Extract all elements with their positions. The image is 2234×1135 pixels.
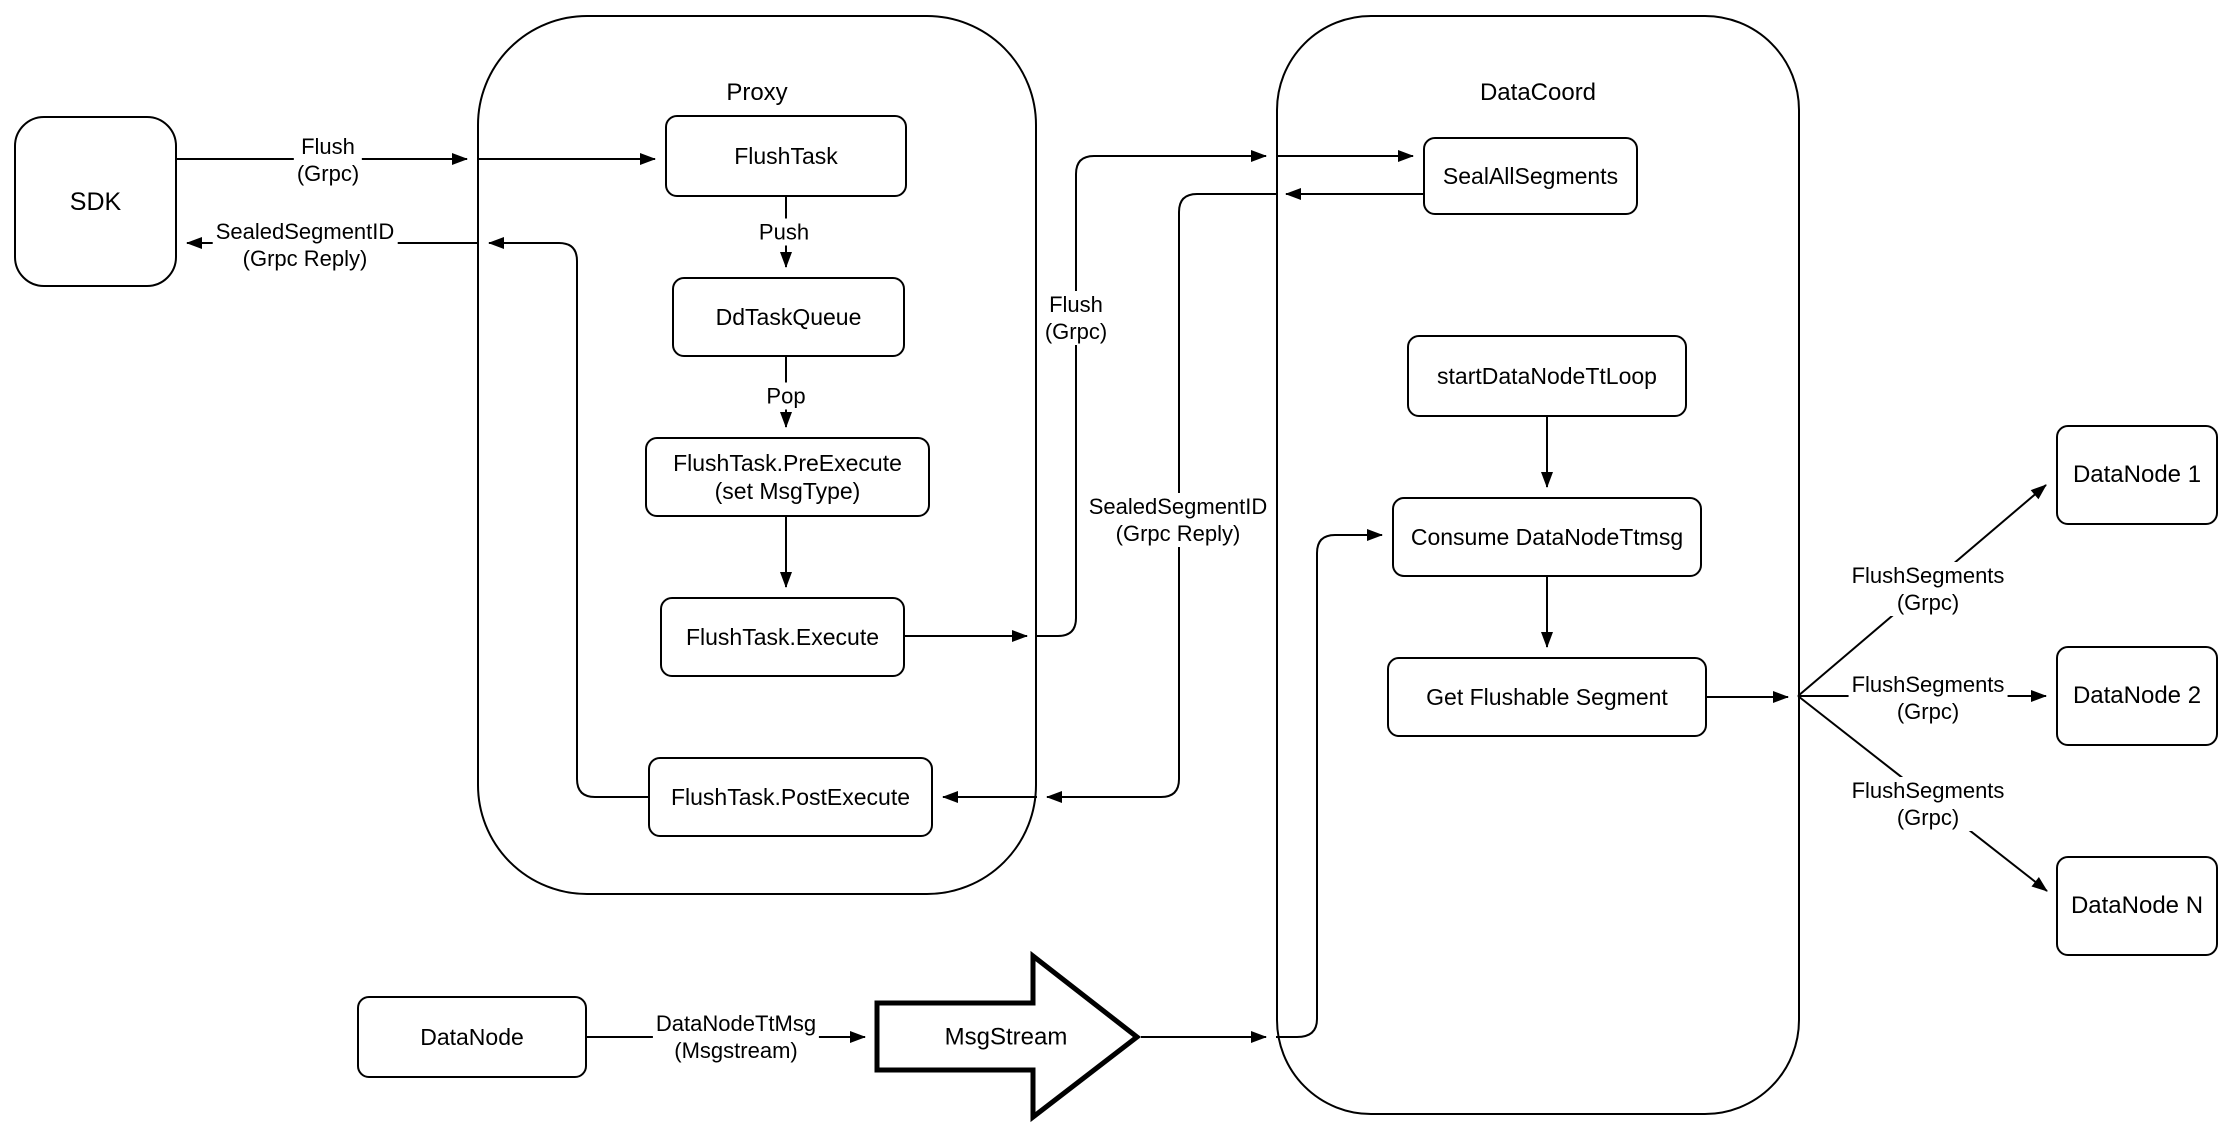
node-flushtask-execute: FlushTask.Execute — [660, 597, 905, 677]
datacoord-title: DataCoord — [1479, 79, 1597, 106]
label-flush-grpc-datacoord: Flush (Grpc) — [1041, 291, 1111, 345]
label-push: Push — [755, 218, 813, 246]
node-get-flushable-segment: Get Flushable Segment — [1387, 657, 1707, 737]
node-consume-datanodettmsg: Consume DataNodeTtmsg — [1392, 497, 1702, 577]
node-sealallsegments: SealAllSegments — [1423, 137, 1638, 215]
node-startdatanodettloop: startDataNodeTtLoop — [1407, 335, 1687, 417]
label-sealedsegmentid-reply-sdk: SealedSegmentID (Grpc Reply) — [212, 218, 398, 272]
label-pop: Pop — [763, 382, 809, 410]
msgstream-arrow-shape — [874, 950, 1142, 1123]
node-flushtask: FlushTask — [665, 115, 907, 197]
proxy-container: Proxy — [477, 15, 1037, 895]
node-datanode-2: DataNode 2 — [2056, 646, 2218, 746]
edge-postexecute-to-proxy-edge-reply — [488, 237, 648, 798]
datacoord-container: DataCoord — [1276, 15, 1800, 1115]
node-ddtaskqueue: DdTaskQueue — [672, 277, 905, 357]
label-flushsegments-3: FlushSegments (Grpc) — [1848, 777, 2008, 831]
node-flushtask-postexecute: FlushTask.PostExecute — [648, 757, 933, 837]
node-datanode-n: DataNode N — [2056, 856, 2218, 956]
label-flushsegments-2: FlushSegments (Grpc) — [1848, 671, 2008, 725]
label-datanodettmsg: DataNodeTtMsg (Msgstream) — [652, 1010, 820, 1064]
node-sdk: SDK — [14, 116, 177, 287]
label-sealedsegmentid-reply-datacoord: SealedSegmentID (Grpc Reply) — [1085, 493, 1271, 547]
proxy-title: Proxy — [726, 79, 788, 106]
edge-proxy-edge-to-datacoord-edge-flush — [1037, 150, 1267, 637]
node-datanode-source: DataNode — [357, 996, 587, 1078]
label-msgstream: MsgStream — [944, 1023, 1068, 1051]
label-flushsegments-1: FlushSegments (Grpc) — [1848, 562, 2008, 616]
edge-datacoord-edge-to-consume — [1276, 529, 1383, 1038]
label-flush-grpc-sdk: Flush (Grpc) — [293, 133, 363, 187]
node-datanode-1: DataNode 1 — [2056, 425, 2218, 525]
node-flushtask-preexecute: FlushTask.PreExecute (set MsgType) — [645, 437, 930, 517]
